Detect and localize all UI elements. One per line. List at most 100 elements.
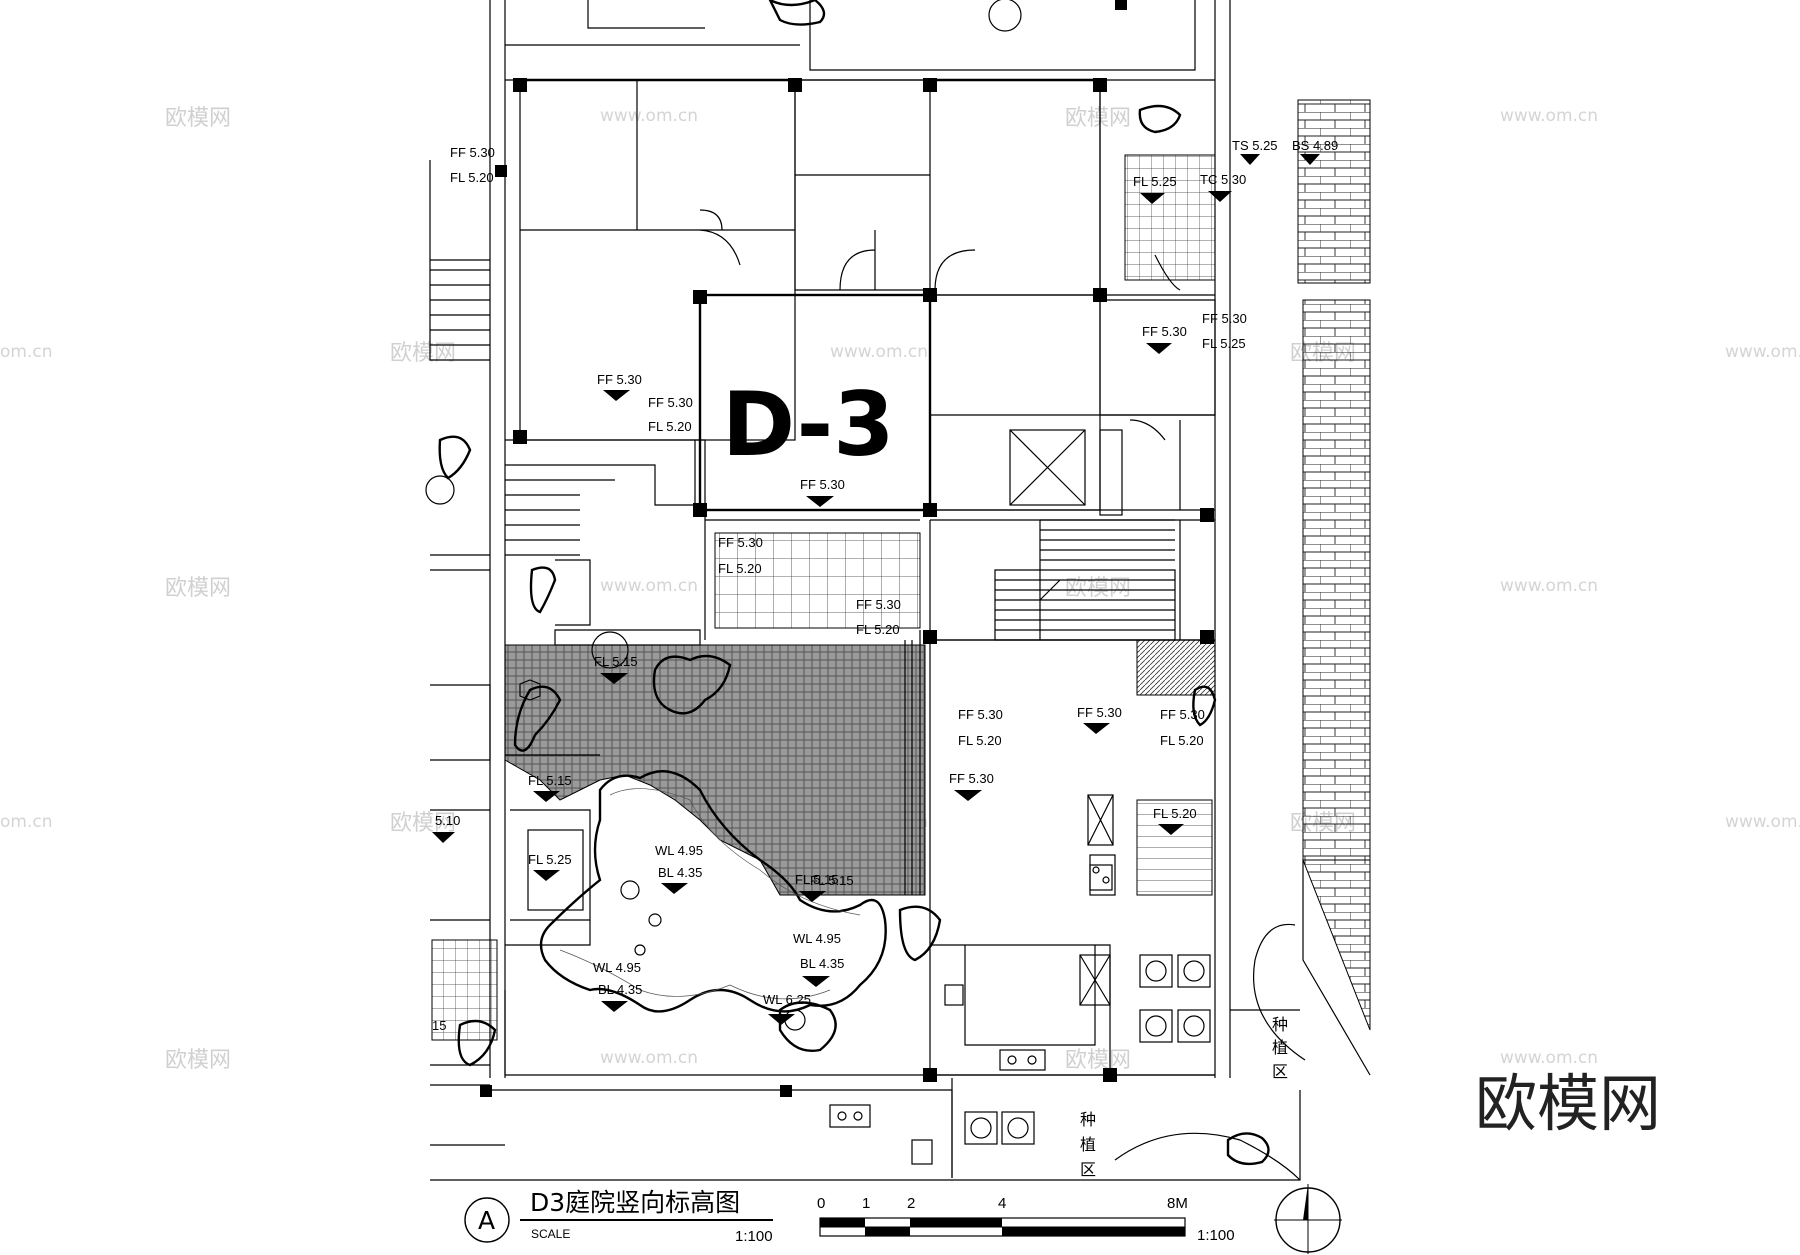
svg-text:FL 5.20: FL 5.20 (1160, 733, 1204, 748)
svg-text:FF 5.30: FF 5.30 (1202, 311, 1247, 326)
level-marker: FL 5.15 (594, 654, 638, 684)
scale-tick: 8M (1167, 1195, 1188, 1212)
svg-text:BL 4.35: BL 4.35 (800, 956, 844, 971)
svg-text:FL 5.15: FL 5.15 (528, 773, 572, 788)
door-swings (699, 209, 1181, 441)
svg-text:FL 5.20: FL 5.20 (450, 170, 494, 185)
level-marker: FL 5.25 (1133, 174, 1177, 204)
svg-text:FL 5.25: FL 5.25 (1202, 336, 1246, 351)
svg-text:种: 种 (1080, 1110, 1096, 1129)
wm-site: www.om.cn (600, 1048, 698, 1068)
title-block: A D3庭院竖向标高图 SCALE 1:100 (464, 1188, 773, 1245)
level-marker: FF 5.30 (949, 771, 994, 801)
scale-tick: 0 (817, 1195, 825, 1212)
scale-word: SCALE (531, 1227, 570, 1241)
right-brick-strip (1302, 859, 1371, 1031)
level-marker: FF 5.30 FL 5.25 (1202, 311, 1247, 351)
svg-text:WL 4.95: WL 4.95 (793, 931, 841, 946)
wm-site: www.om.cn (1500, 576, 1598, 596)
svg-text:5.10: 5.10 (435, 813, 460, 828)
wm-site: www.om.cn (830, 342, 928, 362)
level-markers: FF 5.30 FL 5.20 FF 5.30 FF 5.30 FL 5.20 FF… (432, 138, 1338, 1033)
corner-logo: 欧模网 (1475, 1067, 1661, 1140)
level-marker: BS 4.89 (1292, 138, 1338, 165)
planting-curves (1114, 860, 1371, 1181)
svg-text:FF 5.30: FF 5.30 (1077, 705, 1122, 720)
side-steps (1136, 799, 1213, 896)
wm-logo: 欧模网 (165, 106, 231, 131)
svg-text:FF 5.30: FF 5.30 (597, 372, 642, 387)
level-marker: WL 4.95 BL 4.35 (793, 931, 844, 987)
north-arrow-icon (1274, 1184, 1342, 1254)
scale-tick: 4 (998, 1195, 1006, 1212)
level-marker: FL 5.15 (810, 873, 854, 888)
level-marker: FF 5.30 FL 5.20 (1160, 707, 1205, 748)
level-marker: FL 5.25 (528, 852, 572, 881)
svg-text:FL 5.20: FL 5.20 (1153, 806, 1197, 821)
svg-text:WL 6.25: WL 6.25 (763, 992, 811, 1007)
svg-text:FF 5.30: FF 5.30 (856, 597, 901, 612)
svg-text:FF 5.30: FF 5.30 (1160, 707, 1205, 722)
left-adjacent-lots (429, 160, 505, 1146)
wm-logo: 欧模网 (390, 811, 456, 836)
svg-text:BS 4.89: BS 4.89 (1292, 138, 1338, 153)
svg-text:WL 4.95: WL 4.95 (593, 960, 641, 975)
level-marker: FF 5.30 FL 5.20 (450, 145, 495, 185)
svg-text:FF 5.30: FF 5.30 (800, 477, 845, 492)
courtyard-outline (505, 439, 1215, 946)
svg-text:FF 5.30: FF 5.30 (450, 145, 495, 160)
wm-site: www.om.cn (1500, 106, 1598, 126)
plan-label: D-3 (722, 373, 894, 476)
svg-text:FL 5.20: FL 5.20 (958, 733, 1002, 748)
svg-text:FF 5.30: FF 5.30 (648, 395, 693, 410)
level-marker: FF 5.30 (597, 372, 642, 401)
planting-zone-label: 种 植 区 (1272, 1015, 1288, 1081)
level-marker: 15 (432, 1018, 446, 1033)
level-marker: TS 5.25 (1232, 138, 1278, 165)
svg-text:FL 5.20: FL 5.20 (648, 419, 692, 434)
svg-text:种: 种 (1272, 1015, 1288, 1034)
level-marker: FF 5.30 (1142, 324, 1187, 354)
svg-text:区: 区 (1080, 1160, 1096, 1179)
svg-text:FF 5.30: FF 5.30 (718, 535, 763, 550)
top-brick-wall (1297, 99, 1371, 284)
svg-text:FF 5.30: FF 5.30 (958, 707, 1003, 722)
wm-logo: 欧模网 (1065, 106, 1131, 131)
wm-site: www.om.cn (600, 576, 698, 596)
level-marker: WL 6.25 (763, 992, 811, 1025)
level-marker: FL 5.15 (795, 872, 839, 902)
svg-text:TS 5.25: TS 5.25 (1232, 138, 1278, 153)
level-marker: TC 5.30 (1200, 172, 1246, 202)
right-brick-wall (1302, 299, 1371, 861)
wm-logo: 欧模网 (1065, 1048, 1131, 1073)
svg-text:FF 5.30: FF 5.30 (949, 771, 994, 786)
columns (480, 0, 1214, 1097)
wm-site: www.om.cn (1500, 1048, 1598, 1068)
level-marker: FF 5.30 (800, 477, 845, 507)
round-table-set (964, 954, 1211, 1145)
svg-text:FL 5.25: FL 5.25 (528, 852, 572, 867)
svg-text:区: 区 (1272, 1062, 1288, 1081)
fixtures (519, 679, 1211, 1165)
wm-site: om.cn (0, 342, 53, 362)
wm-site: www.om.cn (1725, 812, 1800, 832)
wm-site: om.cn (0, 812, 53, 832)
svg-text:FL 5.15: FL 5.15 (594, 654, 638, 669)
circle-letter: A (478, 1206, 495, 1235)
svg-text:BL 4.35: BL 4.35 (598, 982, 642, 997)
wm-site: www.om.cn (1725, 342, 1800, 362)
svg-text:FL 5.20: FL 5.20 (856, 622, 900, 637)
svg-text:WL 4.95: WL 4.95 (655, 843, 703, 858)
svg-text:FF 5.30: FF 5.30 (1142, 324, 1187, 339)
scale-tick: 2 (907, 1195, 915, 1212)
level-marker: FL 5.15 (528, 773, 572, 802)
wm-logo: 欧模网 (165, 576, 231, 601)
svg-text:植: 植 (1080, 1135, 1096, 1154)
level-marker: FF 5.30 FL 5.20 (958, 707, 1003, 748)
scale-ratio: 1:100 (735, 1228, 773, 1245)
svg-text:TC 5.30: TC 5.30 (1200, 172, 1246, 187)
svg-text:植: 植 (1272, 1038, 1288, 1057)
